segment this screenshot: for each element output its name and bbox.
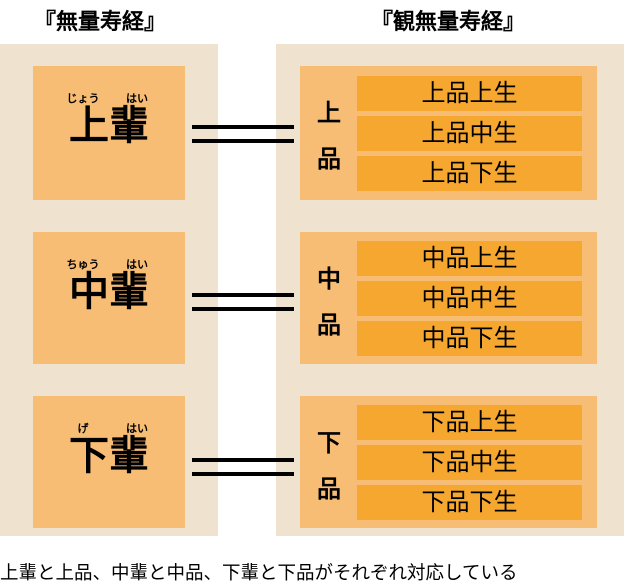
left-box-row-3: げ はい 下輩 — [33, 396, 185, 528]
group-char: 品 — [317, 311, 341, 339]
grade-item: 上品下生 — [357, 156, 582, 191]
group-char: 品 — [317, 145, 341, 173]
grade-item: 上品上生 — [357, 76, 582, 111]
group-char: 下 — [317, 429, 341, 457]
ruby-text: じょう — [66, 92, 100, 105]
left-label: 下輩 — [69, 433, 149, 479]
grade-item: 中品上生 — [357, 241, 582, 276]
ruby-text: はい — [126, 92, 148, 105]
right-box-row-2: 中 品 中品上生 中品中生 中品下生 — [300, 232, 597, 364]
grade-item: 下品上生 — [357, 405, 582, 440]
ruby-row: じょう はい — [33, 90, 185, 105]
grade-item: 中品中生 — [357, 281, 582, 316]
grade-item: 下品中生 — [357, 445, 582, 480]
ruby-text: はい — [126, 422, 148, 435]
left-label: 中輩 — [69, 269, 149, 315]
right-box-row-3: 下 品 下品上生 下品中生 下品下生 — [300, 396, 597, 528]
right-title: 『観無量寿経』 — [371, 10, 526, 35]
group-char: 品 — [317, 475, 341, 503]
left-title: 『無量寿経』 — [34, 10, 167, 35]
ruby-row: げ はい — [33, 420, 185, 435]
group-label: 中 品 — [300, 236, 356, 354]
group-label: 下 品 — [300, 400, 356, 518]
caption: 上輩と上品、中輩と中品、下輩と下品がそれぞれ対応している — [0, 563, 518, 584]
ruby-text: はい — [126, 258, 148, 271]
group-label: 上 品 — [300, 70, 356, 188]
grade-item: 中品下生 — [357, 321, 582, 356]
grade-item: 下品下生 — [357, 485, 582, 520]
left-box-row-1: じょう はい 上輩 — [33, 66, 185, 200]
ruby-text: ちゅう — [66, 258, 100, 271]
left-label: 上輩 — [69, 103, 149, 149]
group-char: 中 — [317, 265, 341, 293]
group-char: 上 — [317, 99, 341, 127]
right-box-row-1: 上 品 上品上生 上品中生 上品下生 — [300, 66, 597, 200]
ruby-text: げ — [77, 422, 89, 435]
left-box-row-2: ちゅう はい 中輩 — [33, 232, 185, 364]
ruby-row: ちゅう はい — [33, 256, 185, 271]
grade-item: 上品中生 — [357, 116, 582, 151]
